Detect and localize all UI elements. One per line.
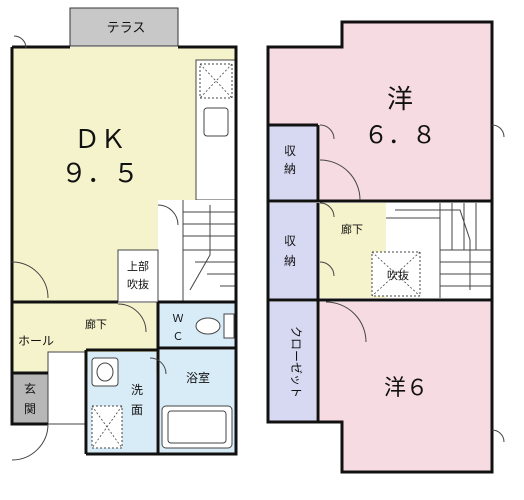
doors-2f — [319, 124, 505, 443]
storage1-room — [268, 125, 318, 200]
stairs-1f-steps — [182, 200, 236, 302]
bedroom1-size: ６．８ — [364, 121, 436, 149]
upper-void-line1: 上部 — [127, 259, 149, 273]
storage2-line2: 納 — [284, 254, 296, 268]
stairs-1f — [158, 200, 236, 302]
dk-size: ９．５ — [61, 159, 139, 189]
upper-void-line2: 吹抜 — [127, 277, 149, 291]
fridge-box — [199, 63, 233, 99]
entrance-line2: 関 — [24, 402, 36, 416]
bedroom1-room — [268, 22, 492, 200]
bedroom2-label: 洋６ — [384, 376, 428, 401]
storage1-line2: 納 — [284, 162, 296, 176]
washroom-line1: 洗 — [131, 383, 143, 397]
upper-void-box — [117, 249, 159, 303]
sink-icon — [203, 107, 229, 137]
closet-room — [268, 302, 316, 422]
shoe-box — [47, 351, 87, 425]
washbasin-bowl — [96, 362, 114, 382]
doors-1f — [11, 35, 179, 461]
terrace-label: テラス — [107, 21, 146, 36]
stairs-2f-steps — [386, 203, 492, 298]
hall-label: ホール — [18, 334, 54, 348]
toilet-icon — [195, 317, 221, 335]
void-label: 吹抜 — [387, 268, 409, 282]
corridor-1f-label: 廊下 — [85, 317, 107, 331]
bathtub-inner — [167, 410, 227, 444]
dk-name: ＤＫ — [74, 125, 126, 155]
closet-label: クローゼット — [289, 326, 303, 398]
entrance-room — [12, 374, 48, 424]
washbasin-icon — [91, 357, 119, 387]
entrance-line1: 玄 — [24, 381, 36, 396]
wc-line2: Ｃ — [173, 330, 184, 343]
bedroom2-room — [318, 302, 492, 472]
toilet-tank-icon — [223, 313, 235, 339]
washer-cross-b — [91, 405, 123, 449]
storage2-room — [268, 203, 318, 300]
corridor-2f-label: 廊下 — [341, 222, 363, 236]
walls-2f — [266, 20, 494, 474]
bath-label: 浴室 — [186, 370, 210, 385]
floor-2: 洋 ６．８ 収 納 収 納 廊下 吹抜 — [266, 20, 505, 474]
void-cross-b — [371, 251, 421, 297]
bathtub-icon — [161, 405, 233, 449]
storage1-line1: 収 — [284, 144, 296, 158]
washroom-line2: 面 — [131, 403, 143, 417]
wc-line1: Ｗ — [173, 312, 184, 325]
floor-1: テラス ＤＫ ９．５ 上部 吹抜 ホール 廊下 — [10, 7, 238, 461]
walls-1f — [10, 45, 238, 456]
terrace — [69, 7, 179, 47]
bedroom1-name: 洋 — [387, 85, 413, 115]
storage2-line1: 収 — [284, 234, 296, 248]
